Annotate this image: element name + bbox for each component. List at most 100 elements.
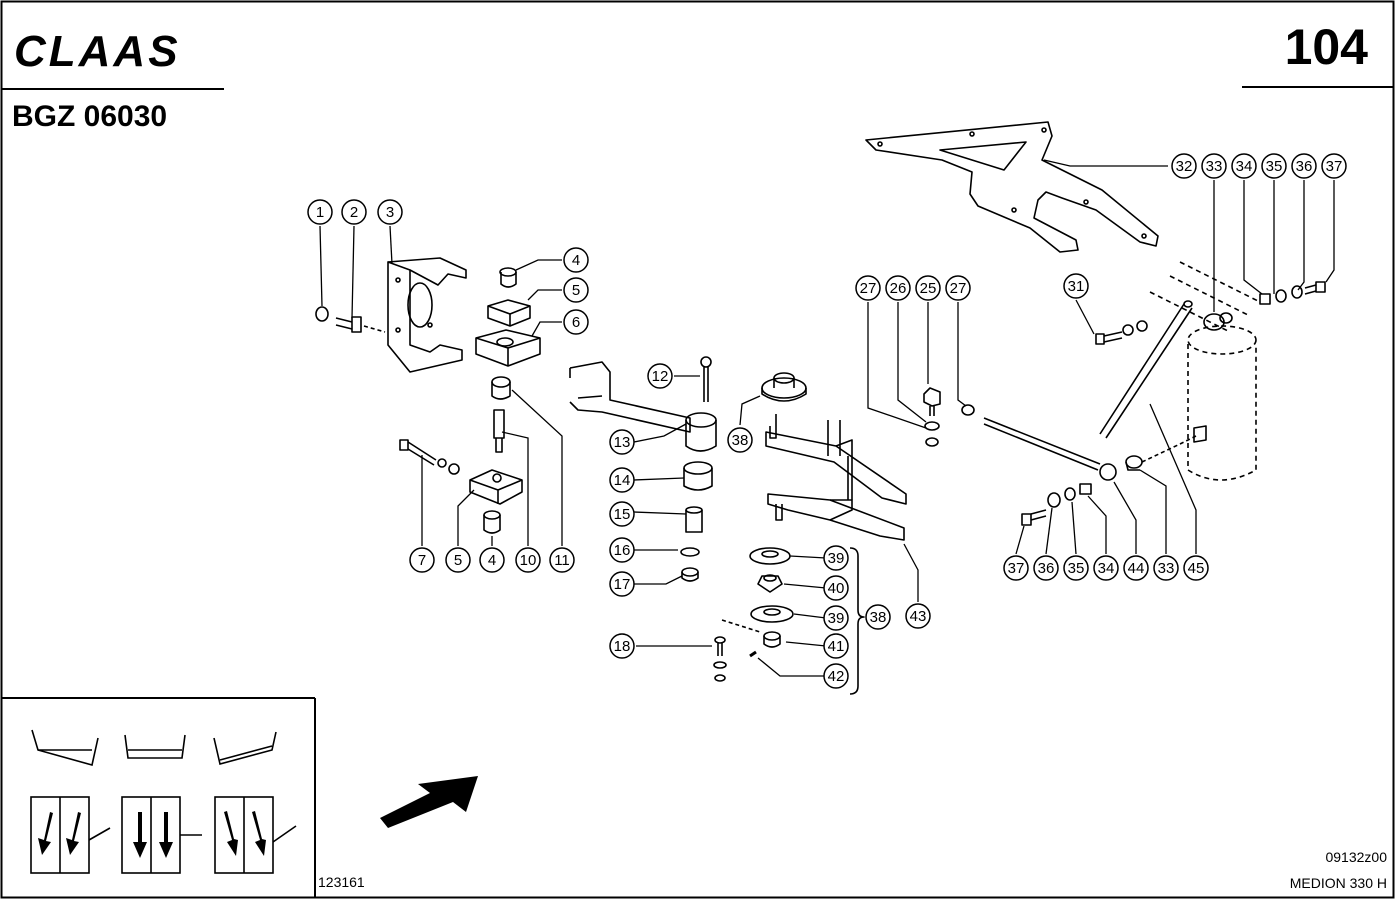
svg-text:1: 1 — [316, 204, 324, 221]
svg-text:2: 2 — [350, 204, 358, 221]
part-bracket-3 — [387, 257, 467, 373]
svg-text:26: 26 — [890, 280, 907, 297]
callout-6: 6 — [563, 309, 589, 335]
part-spacer-34-upper — [1259, 293, 1271, 305]
callout-33-bottom: 33 — [1153, 555, 1179, 581]
direction-panels — [30, 796, 297, 874]
part-nut-41 — [763, 631, 781, 648]
callout-5b: 5 — [445, 547, 471, 573]
svg-text:40: 40 — [828, 580, 845, 597]
svg-text:38: 38 — [870, 609, 887, 626]
claas-logo: CLAAS — [14, 27, 181, 76]
callout-1: 1 — [307, 199, 333, 225]
callout-34-bottom: 34 — [1093, 555, 1119, 581]
callout-14: 14 — [609, 467, 635, 493]
svg-text:33: 33 — [1206, 158, 1223, 175]
callout-2: 2 — [341, 199, 367, 225]
travel-direction-arrow-icon — [380, 776, 478, 828]
part-bush-33-lower — [1125, 455, 1143, 471]
callout-7: 7 — [409, 547, 435, 573]
svg-text:39: 39 — [828, 550, 845, 567]
part-arm-13 — [569, 361, 717, 452]
svg-text:11: 11 — [554, 552, 570, 569]
svg-text:43: 43 — [910, 608, 927, 625]
svg-text:18: 18 — [614, 638, 631, 655]
part-bush-14 — [683, 461, 713, 491]
callout-37-top: 37 — [1321, 153, 1347, 179]
svg-text:7: 7 — [418, 552, 426, 569]
svg-text:27: 27 — [860, 280, 877, 297]
callouts: 1 2 3 4 5 6 7 5 4 10 11 12 13 14 15 16 1… — [307, 153, 1347, 689]
svg-text:36: 36 — [1038, 560, 1055, 577]
callout-42: 42 — [823, 663, 849, 689]
part-plate-32 — [865, 121, 1159, 253]
part-nut-17 — [681, 567, 699, 582]
part-bolt-31 — [1095, 331, 1123, 345]
part-bush-4-upper — [499, 267, 517, 288]
svg-text:25: 25 — [920, 280, 937, 297]
svg-text:42: 42 — [828, 668, 845, 685]
svg-text:13: 13 — [614, 434, 631, 451]
callout-32: 32 — [1171, 153, 1197, 179]
part-washer-35-lower — [1064, 487, 1076, 501]
callout-25: 25 — [915, 275, 941, 301]
svg-text:38: 38 — [732, 432, 749, 449]
svg-text:6: 6 — [572, 314, 580, 331]
part-washer-26 — [924, 421, 940, 431]
svg-text:37: 37 — [1326, 158, 1343, 175]
part-bush-33-upper — [1203, 312, 1233, 331]
part-flange-39-lower — [750, 605, 794, 623]
part-grease-nipple-42 — [749, 650, 757, 658]
svg-text:17: 17 — [614, 576, 631, 593]
part-bolt-37-lower — [1021, 509, 1047, 526]
callout-18: 18 — [609, 633, 635, 659]
part-bush-4-lower — [483, 510, 501, 534]
part-frame-43 — [765, 414, 907, 541]
callout-31: 31 — [1063, 273, 1089, 299]
callout-39-upper: 39 — [823, 545, 849, 571]
part-pin-12 — [700, 356, 712, 402]
callout-4: 4 — [563, 247, 589, 273]
group-brace-38 — [849, 547, 865, 695]
part-flange-39-upper — [749, 547, 791, 565]
svg-text:31: 31 — [1068, 278, 1085, 295]
part-block-5-lower — [469, 469, 523, 505]
callout-4b: 4 — [479, 547, 505, 573]
part-block-6 — [475, 329, 541, 367]
callout-12: 12 — [647, 363, 673, 389]
callout-35-bottom: 35 — [1063, 555, 1089, 581]
model-name: MEDION 330 H — [1290, 875, 1387, 891]
part-spacer-34-lower — [1079, 483, 1092, 495]
direction-arrows — [38, 811, 266, 858]
callout-45: 45 — [1183, 555, 1209, 581]
part-bush-11 — [491, 376, 511, 400]
svg-text:16: 16 — [614, 542, 631, 559]
callout-36-bottom: 36 — [1033, 555, 1059, 581]
part-pin-10 — [493, 409, 505, 453]
part-bolt-37-upper — [1304, 281, 1326, 295]
svg-text:10: 10 — [520, 552, 537, 569]
svg-text:37: 37 — [1008, 560, 1025, 577]
part-block-5-upper — [487, 299, 531, 327]
page-number: 104 — [1285, 19, 1369, 75]
svg-text:33: 33 — [1158, 560, 1175, 577]
callout-39-lower: 39 — [823, 605, 849, 631]
tank-outline — [1149, 261, 1261, 481]
svg-text:5: 5 — [454, 552, 462, 569]
part-washer-36-upper — [1291, 285, 1303, 299]
part-bolt-2 — [335, 316, 362, 333]
svg-text:4: 4 — [488, 552, 496, 569]
callout-leaders — [319, 159, 1335, 677]
part-fitting-25 — [923, 387, 941, 416]
callout-16: 16 — [609, 537, 635, 563]
part-washer-1 — [315, 306, 329, 322]
part-hub-38-top — [761, 372, 807, 402]
svg-text:41: 41 — [828, 638, 845, 655]
part-bearing-40 — [757, 574, 783, 593]
callout-37-bottom: 37 — [1003, 555, 1029, 581]
part-strut-45 — [1099, 300, 1193, 439]
svg-text:44: 44 — [1128, 560, 1145, 577]
svg-text:45: 45 — [1188, 560, 1205, 577]
